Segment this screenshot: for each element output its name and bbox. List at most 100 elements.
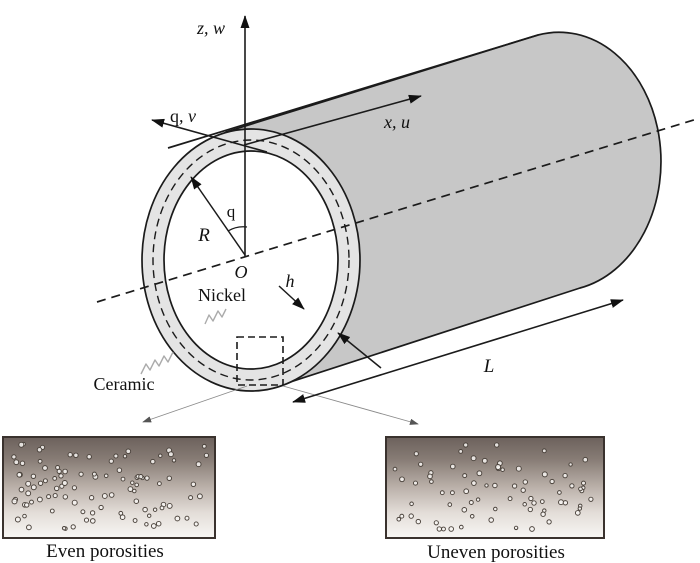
pore-dot: [56, 468, 62, 474]
pore-dot: [80, 509, 86, 515]
coordinate-axes: [151, 15, 422, 257]
pore-dot: [408, 513, 414, 519]
pore-dot: [119, 514, 126, 521]
pore-dot: [427, 473, 433, 480]
pore-dot: [188, 495, 194, 501]
pore-dot: [42, 478, 48, 484]
pore-dot: [399, 476, 405, 483]
pore-dot: [578, 486, 583, 492]
pore-dot: [46, 494, 52, 500]
pore-dot: [130, 480, 135, 485]
pore-dot: [470, 455, 477, 462]
pore-dot: [392, 466, 398, 472]
pore-dot: [142, 506, 148, 513]
pore-dot: [531, 500, 537, 506]
pore-dot: [101, 493, 108, 499]
pore-dot: [549, 478, 555, 485]
theta-axis-label: q, v: [170, 106, 196, 126]
pore-dot: [25, 490, 32, 497]
pore-dot: [71, 485, 77, 491]
pore-dot: [568, 462, 573, 467]
pore-dot: [11, 454, 17, 460]
pore-dot: [577, 506, 582, 511]
pore-dot: [88, 495, 95, 501]
pore-dot: [190, 481, 197, 488]
pore-dot: [492, 482, 498, 489]
radius-arrow: [190, 176, 246, 256]
pore-dot: [42, 465, 48, 471]
pore-dot: [30, 473, 37, 479]
pore-dot: [449, 490, 455, 496]
pore-dot: [461, 507, 468, 513]
pore-dot: [29, 499, 34, 505]
pore-dot: [582, 456, 589, 463]
pore-dot: [90, 518, 96, 524]
pore-dot: [16, 472, 23, 478]
pore-dot: [103, 473, 109, 479]
angle-label: q: [227, 202, 236, 221]
pore-dot: [26, 524, 32, 531]
pore-dot: [475, 497, 481, 502]
pore-dot: [415, 518, 422, 525]
x-axis-arrow: [243, 94, 422, 146]
pore-dot: [447, 502, 453, 507]
pore-dot: [132, 518, 138, 523]
leader-line-right: [282, 385, 419, 425]
pore-dot: [78, 471, 84, 477]
z-axis-label: z, w: [196, 18, 225, 38]
wall-section-zoom-box: [236, 336, 284, 386]
pore-dot: [511, 483, 518, 489]
pore-dot: [433, 520, 439, 526]
pore-dot: [522, 502, 527, 507]
angle-arc: [227, 226, 248, 232]
x-axis-label: x, u: [383, 112, 410, 132]
pore-dot: [150, 458, 156, 465]
pore-dot: [541, 471, 548, 478]
pore-dot: [468, 500, 474, 505]
leader-line-left: [142, 385, 248, 423]
pore-dot: [409, 501, 414, 507]
pores-even: [11, 441, 209, 531]
pore-dot: [91, 471, 97, 477]
theta-axis-symbol: q: [170, 106, 179, 126]
pore-dot: [37, 480, 44, 486]
pore-dot: [513, 525, 519, 531]
pore-dot: [562, 472, 568, 479]
pore-dot: [418, 461, 424, 467]
pore-dot: [120, 476, 126, 482]
pore-dot: [71, 499, 78, 506]
pore-dot: [522, 479, 528, 485]
pore-dot: [113, 453, 119, 459]
pore-dot: [166, 475, 173, 482]
pore-dot: [500, 467, 505, 472]
pore-dot: [463, 442, 469, 448]
pore-dot: [195, 461, 202, 468]
pore-dot: [539, 499, 545, 504]
pore-dot: [540, 511, 546, 517]
pore-dot: [13, 459, 20, 466]
pore-dot: [116, 467, 123, 473]
pore-dot: [562, 500, 569, 506]
pore-dot: [495, 464, 502, 470]
pore-dot: [507, 496, 513, 502]
inset-even-frame: [2, 436, 216, 539]
pore-dot: [83, 517, 90, 523]
pore-dot: [144, 475, 150, 481]
pore-dot: [67, 452, 73, 458]
pore-dot: [125, 448, 132, 455]
pore-dot: [529, 526, 535, 532]
pore-dot: [73, 452, 79, 459]
origin-label: O: [235, 262, 248, 282]
pore-dot: [158, 453, 163, 458]
inset-uneven-caption: Uneven porosities: [427, 542, 565, 563]
pore-dot: [52, 493, 58, 499]
pore-dot: [18, 441, 25, 448]
inset-uneven-porosities: [385, 436, 605, 539]
front-ring: [141, 128, 361, 392]
pore-dot: [201, 443, 207, 449]
mid-surface-dashed-ellipse: [152, 139, 350, 381]
pore-dot: [157, 481, 162, 486]
pore-dot: [439, 490, 445, 496]
pore-dot: [450, 463, 456, 470]
